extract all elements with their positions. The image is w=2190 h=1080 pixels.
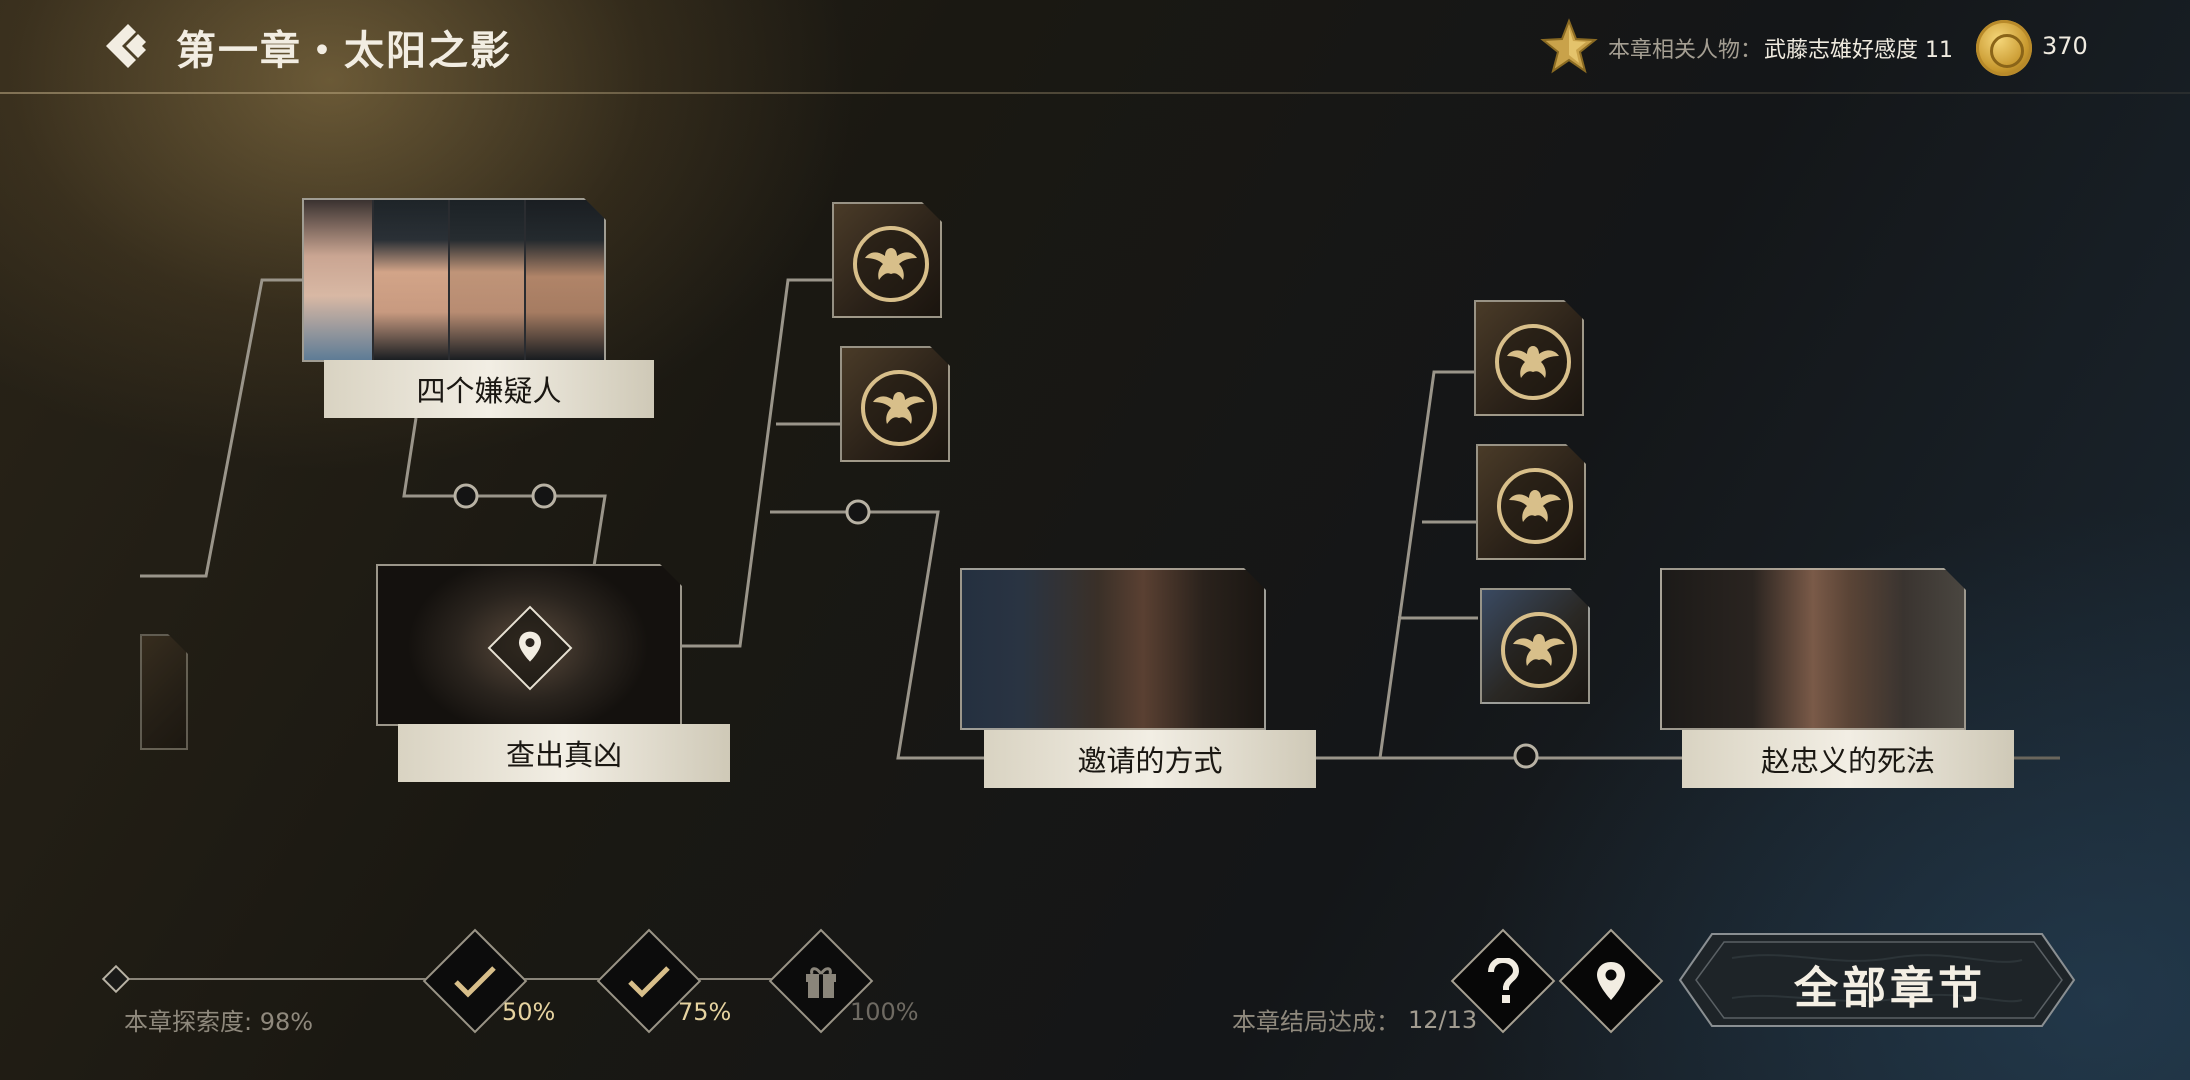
milestone-100[interactable]: [768, 928, 874, 1034]
previous-node-card[interactable]: [140, 634, 188, 750]
spider-emblem-icon: [1497, 468, 1573, 544]
related-character-label: 本章相关人物：: [1608, 38, 1763, 63]
coin-count: 370: [2042, 32, 2088, 60]
node-invitation-label[interactable]: 邀请的方式: [984, 730, 1316, 788]
back-button[interactable]: [102, 20, 154, 72]
suspect-portrait-2: [374, 200, 448, 360]
node-zhao-death-label[interactable]: 赵忠义的死法: [1682, 730, 2014, 788]
ending-achieved-value: 12/13: [1408, 1006, 1478, 1034]
question-icon: [1488, 958, 1520, 1003]
header-divider: [0, 92, 2190, 94]
location-pin-icon: [515, 630, 545, 664]
node-find-killer-label[interactable]: 查出真凶: [398, 724, 730, 782]
help-button[interactable]: [1450, 928, 1556, 1034]
spider-emblem-icon: [1495, 324, 1571, 400]
back-arrow-icon: [106, 24, 146, 68]
node-four-suspects-label[interactable]: 四个嫌疑人: [324, 360, 654, 418]
clue-card-4[interactable]: [1476, 444, 1586, 560]
spider-emblem-icon: [853, 226, 929, 302]
all-chapters-label: 全部章节: [1794, 963, 1986, 1014]
suspect-portrait-1: [304, 200, 372, 360]
node-invitation-image[interactable]: [960, 568, 1266, 730]
ending-achieved-label: 本章结局达成：: [1232, 1008, 1400, 1036]
location-marker: [488, 606, 573, 691]
chapter-title: 第一章・太阳之影: [176, 27, 512, 74]
node-zhao-death-image[interactable]: [1660, 568, 1966, 730]
suspect-portrait-3: [450, 200, 524, 360]
check-icon: [454, 966, 496, 998]
affinity-value: 武藤志雄好感度 11: [1764, 38, 1953, 63]
milestone-50-label: 50%: [502, 998, 556, 1026]
suspect-portrait-4: [526, 200, 604, 360]
clue-card-3[interactable]: [1474, 300, 1584, 416]
node-find-killer-image[interactable]: [376, 564, 682, 726]
clue-card-5[interactable]: [1480, 588, 1590, 704]
spider-emblem-icon: [1501, 612, 1577, 688]
location-button[interactable]: [1558, 928, 1664, 1034]
milestone-75-label: 75%: [678, 998, 732, 1026]
milestone-75[interactable]: [596, 928, 702, 1034]
clue-card-1[interactable]: [832, 202, 942, 318]
spider-emblem-icon: [861, 370, 937, 446]
star-icon: [1540, 18, 1598, 76]
clue-card-2[interactable]: [840, 346, 950, 462]
check-icon: [628, 966, 670, 998]
milestone-100-label: 100%: [850, 998, 919, 1026]
milestone-50[interactable]: [422, 928, 528, 1034]
all-chapters-button[interactable]: [1672, 928, 2082, 1032]
exploration-degree: 本章探索度: 98%: [124, 1008, 314, 1036]
node-four-suspects-image[interactable]: [302, 198, 606, 362]
coin-icon: [1976, 20, 2032, 76]
location-pin-icon: [1597, 962, 1625, 1000]
gift-icon: [806, 967, 836, 998]
